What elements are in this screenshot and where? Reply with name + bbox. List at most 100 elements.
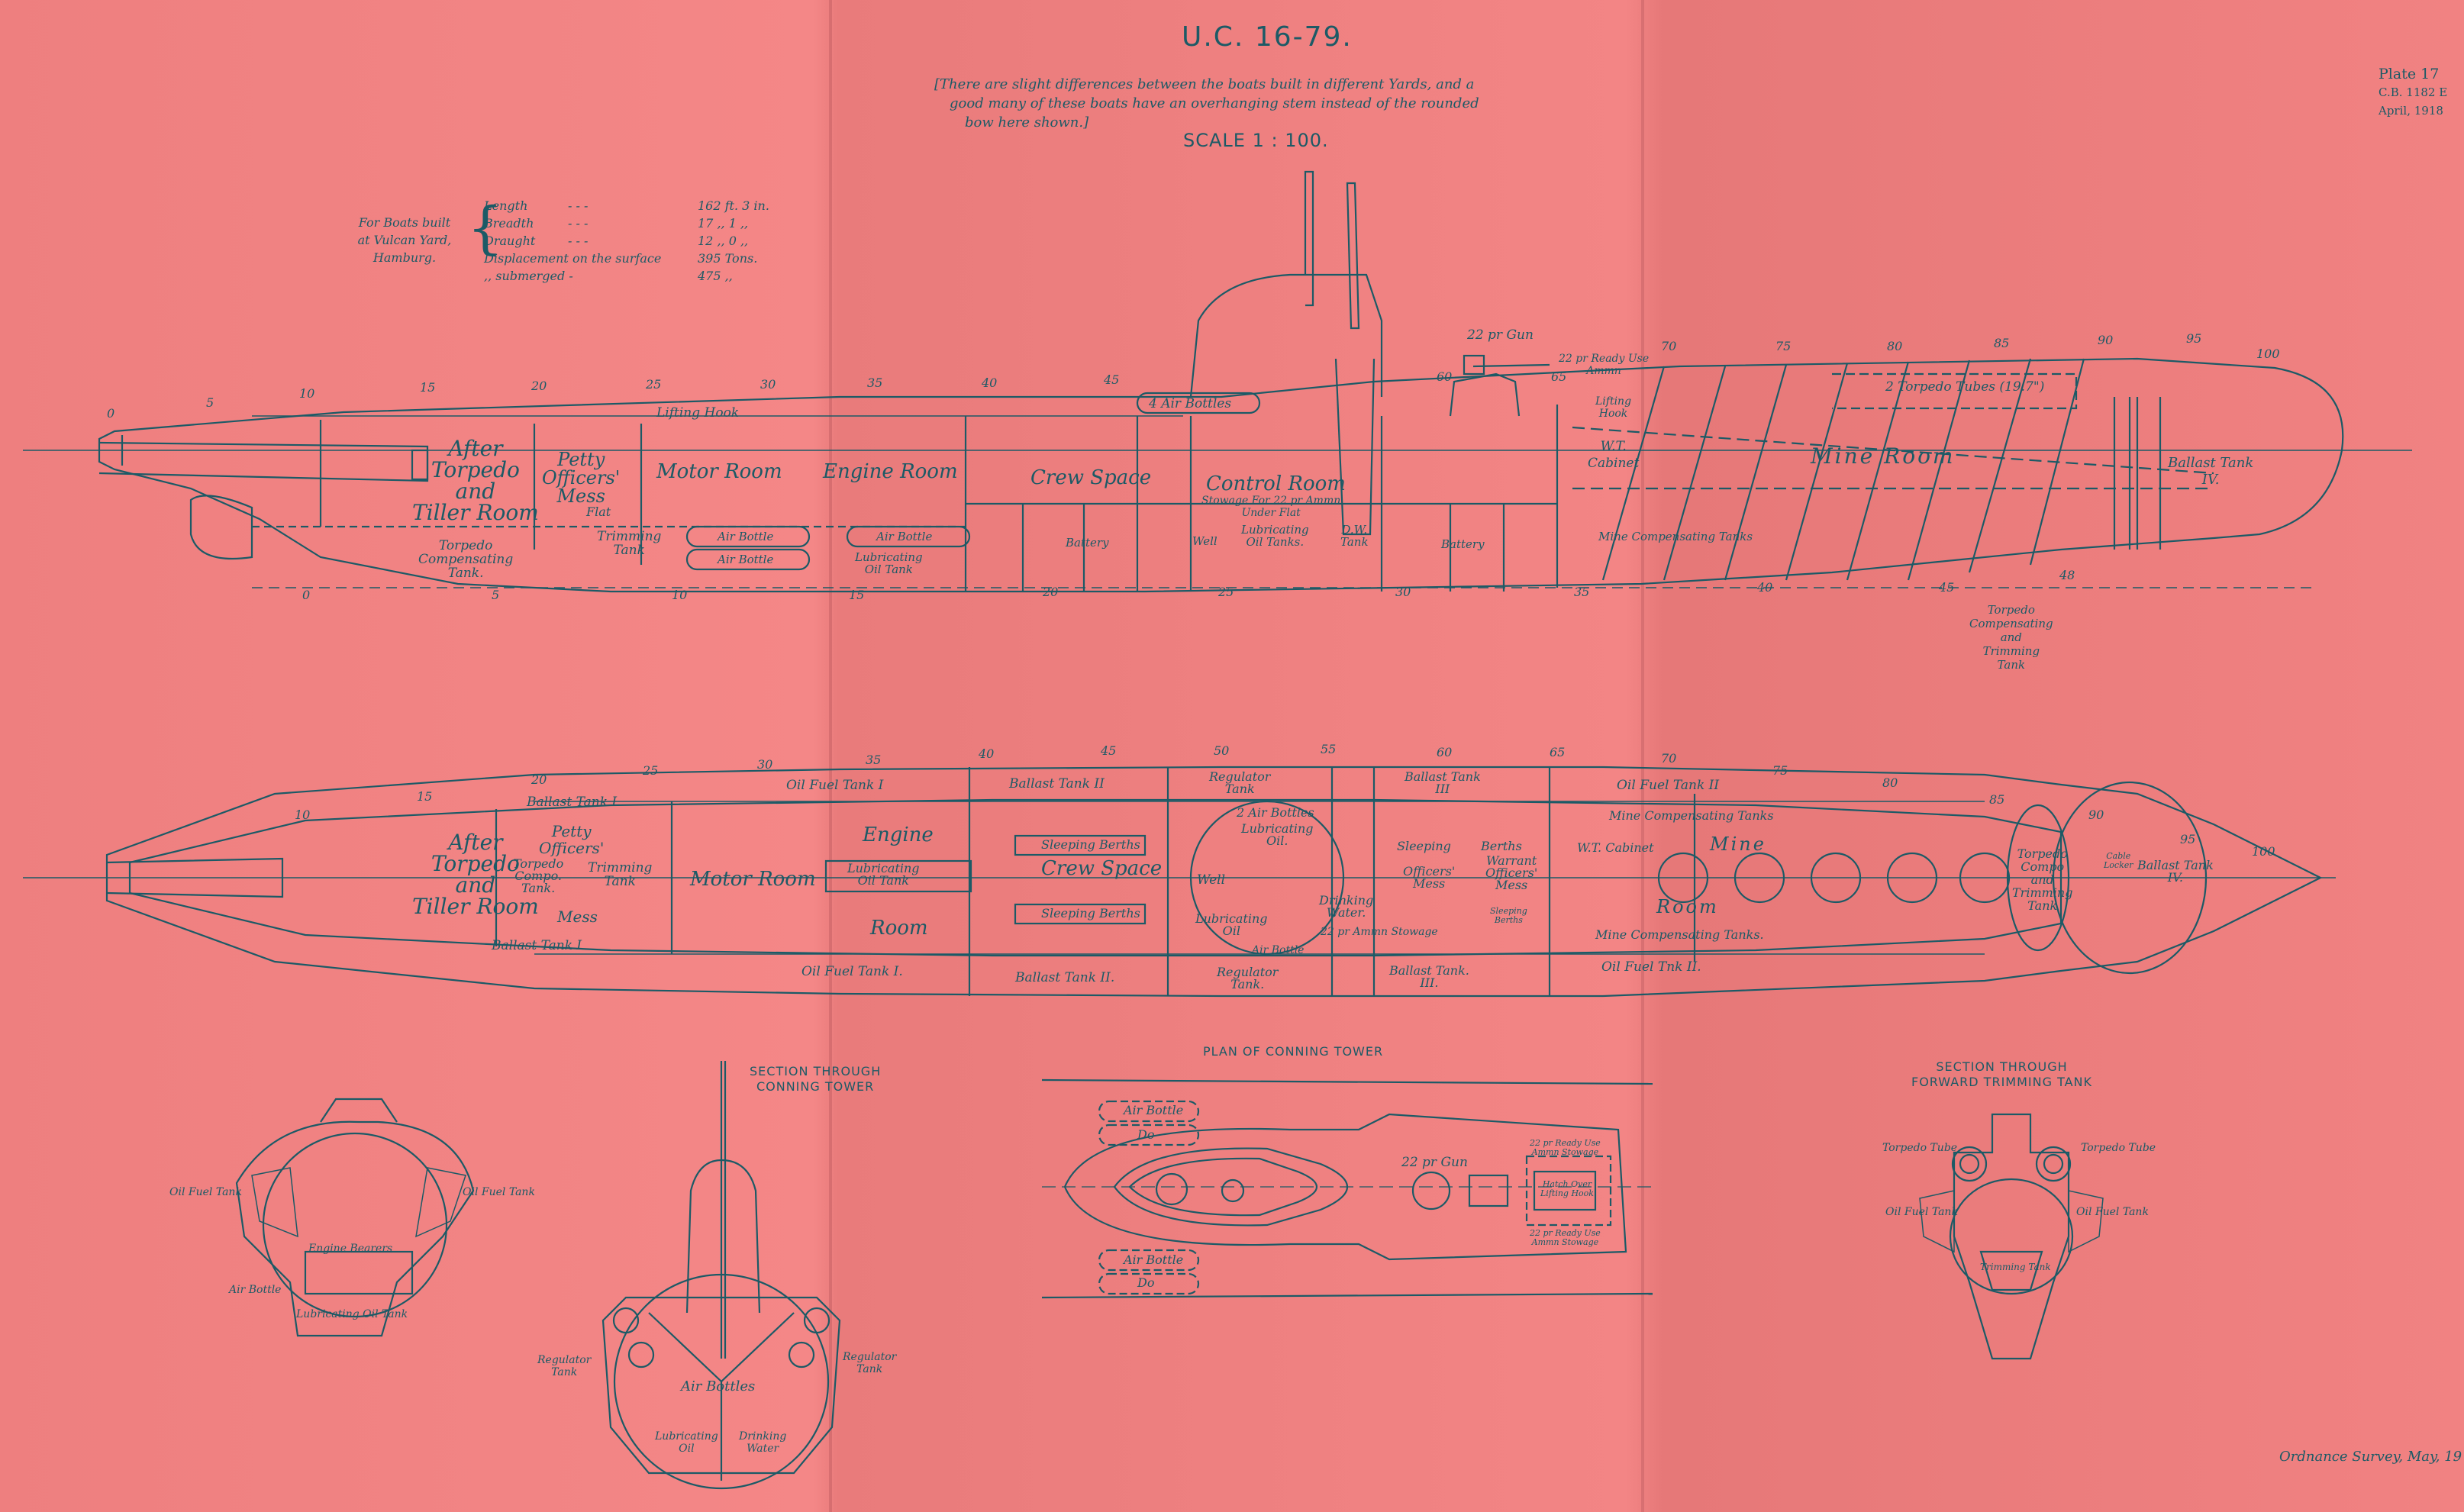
plan-mine-comp-2: Mine Compensating Tanks.	[1595, 927, 1764, 942]
frame-number: 60	[1437, 369, 1453, 384]
after-lub-oil-tank: Lubricating Oil Tank	[296, 1308, 408, 1320]
plan-sleeping-3: Sleeping	[1397, 839, 1451, 853]
plan-oil2-bot: Oil Fuel Tnk II.	[1601, 959, 1701, 975]
frame-number: 5	[492, 588, 500, 602]
plan-ballast3-bot: Ballast Tank.III.	[1389, 963, 1469, 990]
plan-frame-number: 95	[2180, 832, 2196, 846]
fwd-oil-fuel-right: Oil Fuel Tank	[2076, 1206, 2149, 1218]
frame-number: 40	[1757, 580, 1773, 595]
frame-number: 20	[1043, 585, 1059, 599]
imprint: Ordnance Survey, May, 19	[2279, 1449, 2462, 1465]
plan-frame-number: 10	[295, 808, 311, 822]
after-oil-fuel-right: Oil Fuel Tank	[463, 1186, 535, 1198]
dimensions-table: Length- - -162 ft. 3 in. Breadth- - -17 …	[484, 197, 769, 285]
frame-number: 20	[531, 379, 547, 393]
plan-crew-space-label: Crew Space	[1041, 857, 1163, 880]
builder-note: For Boats built at Vulcan Yard, Hamburg.	[357, 215, 452, 265]
frame-number: 30	[1395, 585, 1411, 599]
plan-oil2-top: Oil Fuel Tank II	[1617, 778, 1720, 793]
plan-conning	[1041, 1078, 1653, 1299]
section-forward	[1919, 1113, 2104, 1360]
plan-frame-number: 90	[2088, 808, 2104, 822]
profile-battery-1: Battery	[1066, 536, 1109, 550]
section-conning	[601, 1061, 841, 1490]
plate-number: Plate 17	[2379, 66, 2440, 82]
profile-air-bottles-label: 4 Air Bottles	[1149, 396, 1232, 411]
plate-date: April, 1918	[2379, 104, 2443, 118]
plan-ballast2-top: Ballast Tank II	[1009, 776, 1105, 791]
frame-number: 40	[982, 376, 998, 390]
plan-frame-number: 35	[866, 753, 882, 767]
plan-well-label: Well	[1197, 872, 1226, 888]
after-engine-bearers: Engine Bearers	[308, 1243, 393, 1255]
frame-number: 80	[1887, 339, 1903, 353]
profile-air-bottle-a: Air Bottle	[718, 530, 774, 543]
plan-berths: Berths	[1481, 839, 1522, 853]
profile-flat-label: Flat	[586, 505, 611, 519]
frame-number: 0	[302, 588, 311, 602]
page-title: U.C. 16-79.	[1182, 21, 1353, 53]
plan-ballast1-top: Ballast Tank I	[527, 795, 618, 810]
dim-row: ,, submerged -475 ,,	[484, 269, 733, 283]
frame-number: 85	[1994, 336, 2010, 350]
frame-number: 10	[299, 386, 315, 401]
fold-line	[1641, 0, 1644, 1512]
plan-frame-number: 75	[1772, 763, 1788, 778]
plan-frame-number: 50	[1214, 743, 1230, 758]
note-line-1: [There are slight differences between th…	[934, 76, 1475, 92]
pc-air-bottle-1: Air Bottle	[1124, 1103, 1184, 1117]
frame-number: 15	[849, 588, 865, 602]
note-line-3: bow here shown.]	[965, 114, 1089, 131]
plan-motor-room-label: Motor Room	[690, 868, 816, 891]
profile-gun-label: 22 pr Gun	[1467, 327, 1534, 343]
profile-air-bottle-b: Air Bottle	[718, 553, 774, 566]
frame-number: 70	[1661, 339, 1677, 353]
profile-motor-room-label: Motor Room	[656, 460, 782, 483]
plan-frame-number: 45	[1101, 743, 1117, 758]
plan-frame-number: 30	[757, 757, 773, 772]
profile-view	[23, 170, 2412, 593]
plate-ref: C.B. 1182 E	[2379, 85, 2448, 99]
plan-room-label: Room	[870, 917, 928, 940]
fwd-torpedo-tube-left: Torpedo Tube	[1882, 1142, 1958, 1154]
plan-wt-cabinet: W.T. Cabinet	[1577, 840, 1654, 855]
pc-gun: 22 pr Gun	[1401, 1155, 1468, 1170]
plan-sleeping-berths-2: Sleeping Berths	[1041, 906, 1140, 920]
plan-view	[23, 766, 2336, 998]
plan-frame-number: 55	[1321, 742, 1337, 756]
plan-engine-label: Engine	[863, 824, 934, 846]
pc-air-bottle-2: Air Bottle	[1124, 1252, 1184, 1267]
plan-frame-number: 100	[2252, 844, 2275, 859]
frame-number: 75	[1775, 339, 1792, 353]
frame-number: 90	[2098, 333, 2114, 347]
profile-well-label: Well	[1192, 534, 1217, 548]
frame-number: 10	[672, 588, 688, 602]
plan-frame-number: 40	[979, 746, 995, 761]
profile-mine-room-label: Mine Room	[1811, 443, 1956, 469]
frame-number: 25	[1218, 585, 1234, 599]
plan-ballast1-bot: Ballast Tank I	[492, 938, 582, 953]
profile-torpedo-tubes-label: 2 Torpedo Tubes (19.7")	[1885, 379, 2045, 395]
frame-number: 15	[420, 380, 436, 395]
plan-ammn-stowage: 22 pr Ammn Stowage	[1321, 926, 1438, 938]
profile-control-room-label: Control Room	[1206, 472, 1346, 495]
